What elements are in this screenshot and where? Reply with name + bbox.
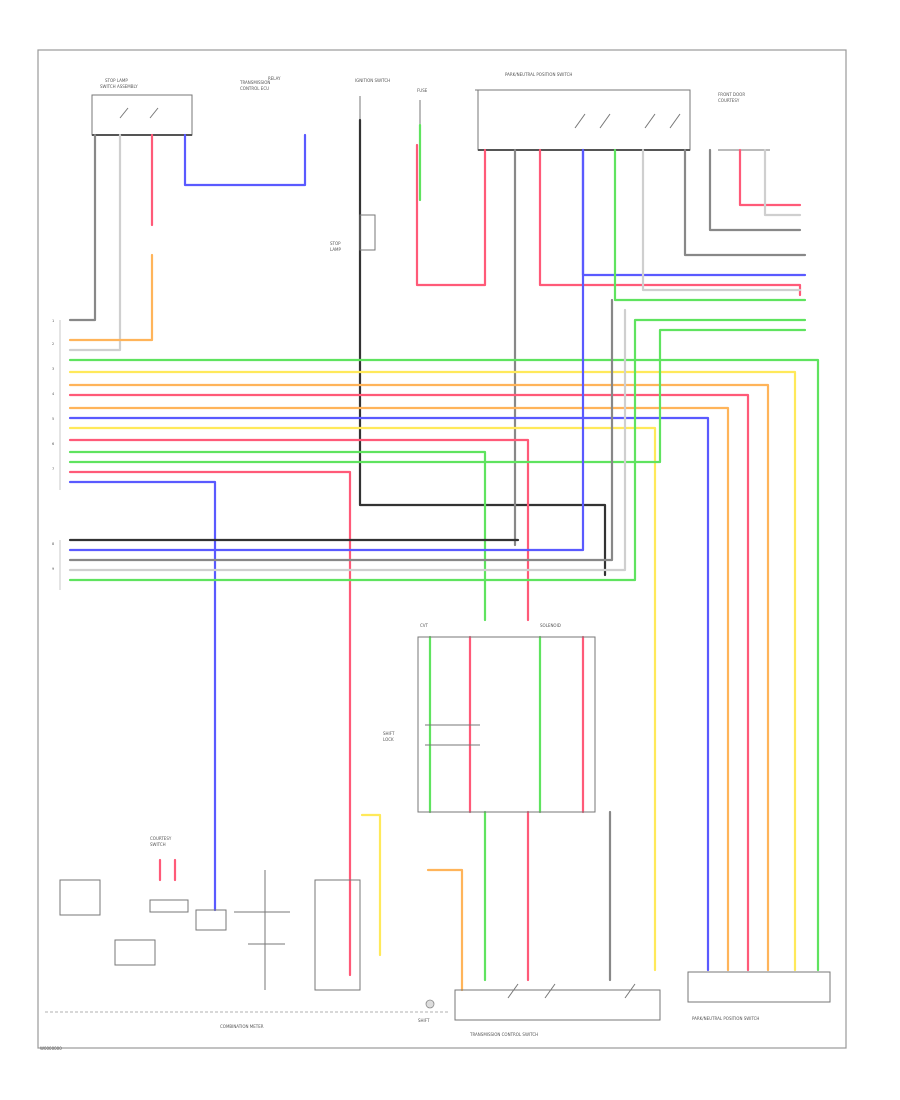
svg-text:SHIFT: SHIFT: [383, 731, 395, 736]
svg-text:4: 4: [52, 392, 55, 396]
svg-text:FRONT DOOR: FRONT DOOR: [718, 92, 745, 97]
wire-blue-23: [68, 416, 710, 972]
transmission-control-switch-label: TRANSMISSION CONTROL SWITCH: [469, 1032, 538, 1037]
bottom-components: COURTESY SWITCH COMBINATION METER SHIFT …: [40, 836, 831, 1051]
wire-orange-4: [68, 253, 154, 342]
svg-text:5: 5: [52, 417, 54, 421]
svg-text:COURTESY: COURTESY: [718, 98, 740, 103]
wire-red-10: [538, 148, 802, 297]
svg-text:9: 9: [52, 567, 54, 571]
svg-text:RELAY: RELAY: [268, 76, 281, 81]
wire-yellow-42: [360, 813, 382, 957]
wire-red-7: [415, 143, 487, 287]
wire-yellow-24: [68, 426, 657, 972]
park-neutral-switch-label: PARK/NEUTRAL POSITION SWITCH: [692, 1016, 759, 1021]
svg-text:SHIFT: SHIFT: [418, 1018, 430, 1023]
wire-red-28: [68, 470, 352, 977]
wire-gray-14: [683, 148, 807, 257]
wire-light_gray-33: [68, 308, 627, 572]
wire-green-12: [613, 148, 807, 302]
wire-blue-5: [183, 133, 307, 187]
wire-green-27: [68, 328, 807, 464]
wire-layer: [68, 118, 820, 992]
wire-light_gray-13: [641, 148, 802, 292]
svg-text:TRANSMISSION: TRANSMISSION: [239, 80, 270, 85]
svg-text:1: 1: [52, 319, 54, 323]
svg-text:PARK/NEUTRAL POSITION SWITCH: PARK/NEUTRAL POSITION SWITCH: [505, 72, 572, 77]
wire-black-6: [358, 118, 607, 577]
svg-text:LAMP: LAMP: [330, 247, 342, 252]
wire-yellow-19: [68, 370, 797, 972]
svg-text:COURTESY: COURTESY: [150, 836, 172, 841]
footer-code: W0000000: [40, 1046, 62, 1051]
svg-text:SOLENOID: SOLENOID: [540, 623, 561, 628]
svg-text:7: 7: [52, 467, 54, 471]
diagram-border: [37, 49, 847, 1049]
wire-red-16: [738, 148, 802, 207]
wire-orange-20: [68, 383, 770, 972]
svg-text:STOP LAMP: STOP LAMP: [105, 78, 128, 83]
svg-text:8: 8: [52, 542, 54, 546]
wire-blue-31: [68, 148, 585, 552]
svg-text:SWITCH: SWITCH: [150, 842, 166, 847]
svg-text:STOP: STOP: [330, 241, 341, 246]
wire-orange-22: [68, 406, 730, 972]
svg-text:2: 2: [52, 342, 54, 346]
top-connectors: STOP LAMP SWITCH ASSEMBLY TRANSMISSION C…: [91, 72, 770, 151]
svg-text:CONTROL ECU: CONTROL ECU: [240, 86, 269, 91]
wire-orange-43: [426, 868, 464, 992]
wire-light_gray-2: [68, 133, 122, 352]
wire-gray-1: [68, 133, 97, 322]
wire-blue-29: [68, 480, 217, 912]
svg-text:3: 3: [52, 367, 54, 371]
wire-red-25: [68, 438, 530, 622]
mid-components: STOP LAMP CVT SOLENOID SHIFT LOCK: [330, 214, 596, 813]
left-connector-pins: 1 2 3 4 5 6 7 8 9: [52, 319, 61, 590]
svg-text:SWITCH ASSEMBLY: SWITCH ASSEMBLY: [100, 84, 138, 89]
wire-green-34: [68, 318, 807, 582]
wire-light_gray-17: [763, 148, 802, 217]
svg-text:IGNITION SWITCH: IGNITION SWITCH: [355, 78, 390, 83]
svg-text:FUSE: FUSE: [417, 88, 428, 93]
wire-gray-32: [68, 298, 614, 562]
svg-text:6: 6: [52, 442, 54, 446]
wire-red-21: [68, 393, 750, 972]
svg-text:LOCK: LOCK: [383, 737, 394, 742]
combination-meter-label: COMBINATION METER: [220, 1024, 264, 1029]
wire-blue-11: [581, 148, 807, 277]
wire-green-26: [68, 450, 487, 622]
svg-text:CVT: CVT: [420, 623, 429, 628]
wire-gray-15: [708, 148, 802, 232]
wire-green-18: [68, 358, 820, 972]
